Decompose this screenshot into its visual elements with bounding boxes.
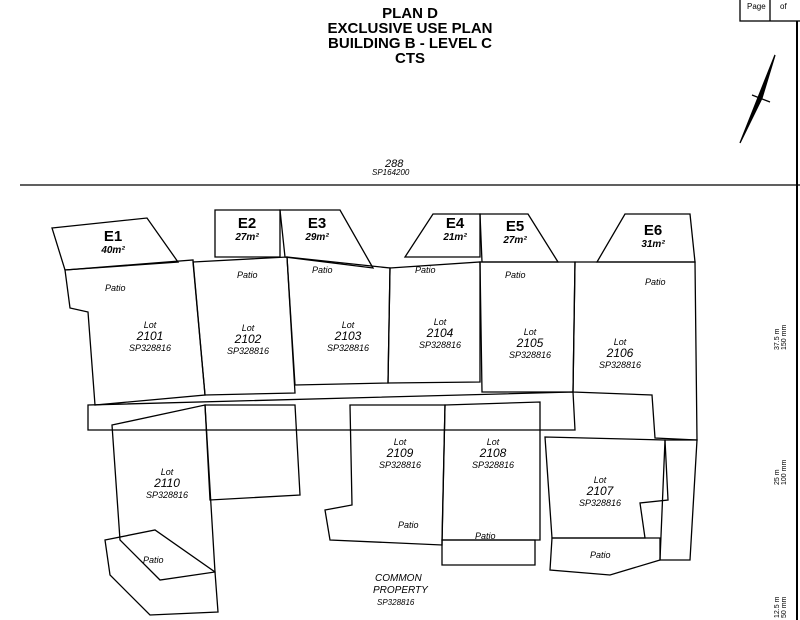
boundary-lot: 288 [385, 158, 404, 170]
north-arrow [739, 54, 776, 144]
page-label: Page [747, 2, 766, 11]
patio-2110: Patio [143, 555, 164, 565]
patio-2109: Patio [398, 520, 419, 530]
lots [64, 256, 698, 616]
exclusive-areas [51, 209, 696, 271]
plan-title: PLAN D [382, 5, 438, 22]
patio-2102: Patio [237, 270, 258, 280]
patio-2101: Patio [105, 283, 126, 293]
boundary-plan: SP164200 [372, 168, 410, 177]
plan-type: CTS [395, 50, 425, 67]
plan-subtitle: EXCLUSIVE USE PLAN [327, 20, 493, 37]
patio-2106: Patio [645, 277, 666, 287]
patio-2108: Patio [475, 531, 496, 541]
plan-building: BUILDING B - LEVEL C [328, 35, 492, 52]
common-property-line1: COMMON [375, 573, 422, 584]
page-of-label: of [780, 2, 787, 11]
patio-2105: Patio [505, 270, 526, 280]
patio-2107: Patio [590, 550, 611, 560]
common-property-line2: PROPERTY [373, 585, 428, 596]
common-property-plan: SP328816 [377, 598, 415, 607]
patio-2104: Patio [415, 265, 436, 275]
patio-2103: Patio [312, 265, 333, 275]
